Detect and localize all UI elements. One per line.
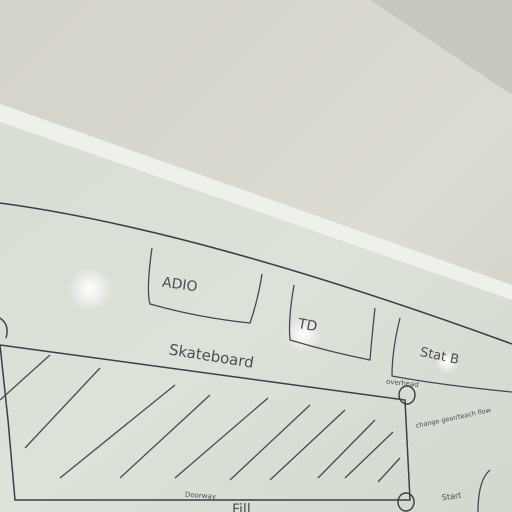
whiteboard-top-rail <box>0 104 512 300</box>
marker-line <box>0 202 512 345</box>
annotation-overhead: overhead <box>386 378 420 389</box>
skateboard-wheel <box>0 317 8 339</box>
frame-box-td <box>288 284 376 361</box>
hatch-lines <box>0 354 401 483</box>
frame-box-adio <box>147 247 263 324</box>
light-glare <box>285 317 321 353</box>
frame-label: TD <box>296 316 319 335</box>
frame-label: ADIO <box>161 275 198 296</box>
frame-box-stat <box>391 317 512 393</box>
light-glare <box>435 350 459 374</box>
annotation-start: Start <box>441 491 462 503</box>
whiteboard-surface <box>0 122 512 512</box>
frame-box-partial <box>477 469 491 512</box>
light-glare <box>68 267 112 311</box>
skateboard-outline <box>0 344 411 501</box>
annotation-doorway: Doorway <box>185 491 216 501</box>
ceiling-corner <box>370 0 512 95</box>
skateboard-wheel <box>397 492 415 512</box>
skateboard-wheel <box>398 385 416 405</box>
annotation-fill: Fill <box>232 502 251 512</box>
